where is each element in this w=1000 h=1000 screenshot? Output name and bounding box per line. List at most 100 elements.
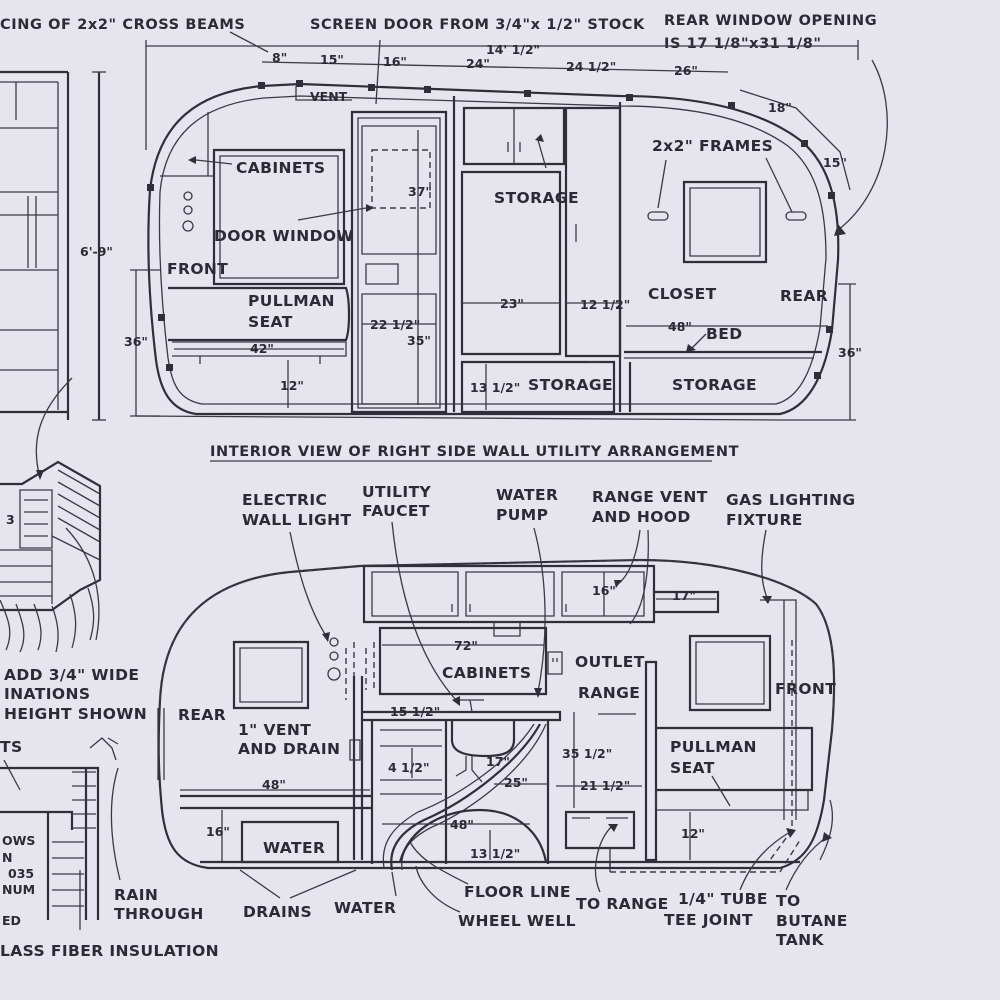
utility-wall-drawing: ELECTRIC WALL LIGHT UTILITY FAUCET WATER… — [157, 483, 855, 949]
shelf-dim-17: 17" — [672, 588, 696, 603]
pullman-label-2: SEAT — [248, 313, 293, 331]
callout-gas-2: FIXTURE — [726, 511, 803, 529]
note-inations: INATIONS — [4, 685, 90, 703]
utility-pullman-label-2: SEAT — [670, 759, 715, 777]
top-dim-8: 8" — [272, 50, 287, 65]
door-dim-22: 22 1/2" — [370, 317, 420, 332]
top-dim-15: 15" — [320, 52, 344, 67]
callout-gas-1: GAS LIGHTING — [726, 491, 855, 509]
door-window-dim-37: 37" — [408, 184, 432, 199]
vent-drain-label-2: AND DRAIN — [238, 740, 340, 758]
callout-range-vent-1: RANGE VENT — [592, 488, 708, 506]
range-label: RANGE — [578, 684, 640, 702]
lower-storage-label-2: STORAGE — [672, 376, 757, 394]
front-cabinets-label: CABINETS — [236, 159, 325, 177]
range-base-dim-21: 21 1/2" — [580, 778, 630, 793]
to-range-label: TO RANGE — [576, 895, 669, 913]
callout-electric-1: ELECTRIC — [242, 491, 327, 509]
floor-dim-48: 48" — [450, 817, 474, 832]
top-dim-26: 26" — [674, 63, 698, 78]
note-num: NUM — [2, 882, 35, 897]
left-notes: ADD 3/4" WIDE INATIONS HEIGHT SHOWN TS O… — [0, 666, 219, 960]
callout-utility-2: FAUCET — [362, 502, 430, 520]
right-dim-36: 36" — [838, 345, 862, 360]
frame-bracket-icon — [647, 211, 807, 221]
dim-3: 3 — [6, 512, 15, 527]
pullman-dim-12: 12" — [280, 378, 304, 393]
range-dim-35: 35 1/2" — [562, 746, 612, 761]
to-butane-label-3: TANK — [776, 931, 825, 949]
note-035: 035 — [8, 866, 34, 881]
note-height-shown: HEIGHT SHOWN — [4, 705, 147, 723]
overall-length-dim: 14' 1/2" — [486, 42, 540, 57]
top-dim-16: 16" — [383, 54, 407, 69]
section-title: INTERIOR VIEW OF RIGHT SIDE WALL UTILITY… — [210, 444, 739, 460]
counter-dim-15: 15 1/2" — [390, 704, 440, 719]
bed-dim-48: 48" — [668, 319, 692, 334]
wall-light-icon — [182, 191, 194, 232]
rear-window-heading-1: REAR WINDOW OPENING — [664, 13, 877, 29]
note-n: N — [2, 850, 12, 865]
utility-pullman-label-1: PULLMAN — [670, 738, 757, 756]
cabinets-dim-72: 72" — [454, 638, 478, 653]
note-ed: ED — [2, 913, 21, 928]
upper-storage-label: STORAGE — [494, 189, 579, 207]
top-dim-24: 24" — [466, 56, 490, 71]
left-partial-frame-drawing: 6'-9" — [0, 70, 113, 421]
front-label: FRONT — [167, 260, 228, 278]
callout-electric-2: WALL LIGHT — [242, 511, 351, 529]
seat-dim-12: 12" — [681, 826, 705, 841]
top-dim-15-curve: 15" — [823, 155, 847, 170]
to-butane-label-1: TO — [776, 892, 801, 910]
callout-utility-1: UTILITY — [362, 483, 432, 501]
floor-line-label: FLOOR LINE — [464, 883, 571, 901]
water-label: WATER — [334, 899, 396, 917]
vent-drain-label-1: 1" VENT — [238, 721, 311, 739]
pullman-label-1: PULLMAN — [248, 292, 335, 310]
bench-dim-48: 48" — [262, 777, 286, 792]
wheel-well-label: WHEEL WELL — [458, 912, 576, 930]
storage-dim-23: 23" — [500, 296, 524, 311]
rear-label: REAR — [780, 287, 828, 305]
closet-label: CLOSET — [648, 285, 717, 303]
door-window-label: DOOR WINDOW — [214, 227, 354, 245]
tube-label: 1/4" TUBE — [678, 890, 768, 908]
drains-label: DRAINS — [243, 903, 312, 921]
note-through: THROUGH — [114, 905, 204, 923]
outlet-label: OUTLET — [575, 653, 645, 671]
water-tank-label: WATER — [263, 839, 325, 857]
callout-pump-2: PUMP — [496, 506, 548, 524]
utility-cabinets-label: CABINETS — [442, 664, 531, 682]
frames-label: 2x2" FRAMES — [652, 137, 773, 155]
wheel-dim-13: 13 1/2" — [470, 846, 520, 861]
note-insulation: LASS FIBER INSULATION — [0, 942, 219, 960]
bed-label: BED — [706, 325, 742, 343]
utility-rear-label: REAR — [178, 706, 226, 724]
lower-storage-label-1: STORAGE — [528, 376, 613, 394]
height-dim-6-9: 6'-9" — [80, 244, 113, 259]
electric-wall-light-icon — [327, 637, 341, 681]
vent-label: VENT — [310, 89, 348, 104]
note-add-wide: ADD 3/4" WIDE — [4, 666, 139, 684]
hood-dim-16: 16" — [592, 583, 616, 598]
base-dim-25: 25" — [504, 775, 528, 790]
cross-beams-heading: CING OF 2x2" CROSS BEAMS — [0, 17, 245, 33]
left-dim-36: 36" — [124, 334, 148, 349]
note-ows: OWS — [2, 833, 35, 848]
bench-dim-16: 16" — [206, 824, 230, 839]
lower-storage-dim-13: 13 1/2" — [470, 380, 520, 395]
note-ts: TS — [0, 738, 23, 756]
left-partial-wall-section: 3 — [0, 377, 102, 653]
callout-range-vent-2: AND HOOD — [592, 508, 691, 526]
top-dim-24-half: 24 1/2" — [566, 59, 616, 74]
top-dim-18: 18" — [768, 100, 792, 115]
utility-front-label: FRONT — [775, 680, 836, 698]
callout-pump-1: WATER — [496, 486, 558, 504]
note-rain: RAIN — [114, 886, 158, 904]
rear-window-heading-2: IS 17 1/8"x31 1/8" — [664, 36, 822, 52]
tee-joint-label: TEE JOINT — [664, 911, 753, 929]
shelf-dim-4: 4 1/2" — [388, 760, 430, 775]
top-plan-drawing: 14' 1/2" 8" 15" 16" 24" 24 1/2" 26" 18" … — [124, 31, 888, 421]
to-butane-label-2: BUTANE — [776, 912, 848, 930]
